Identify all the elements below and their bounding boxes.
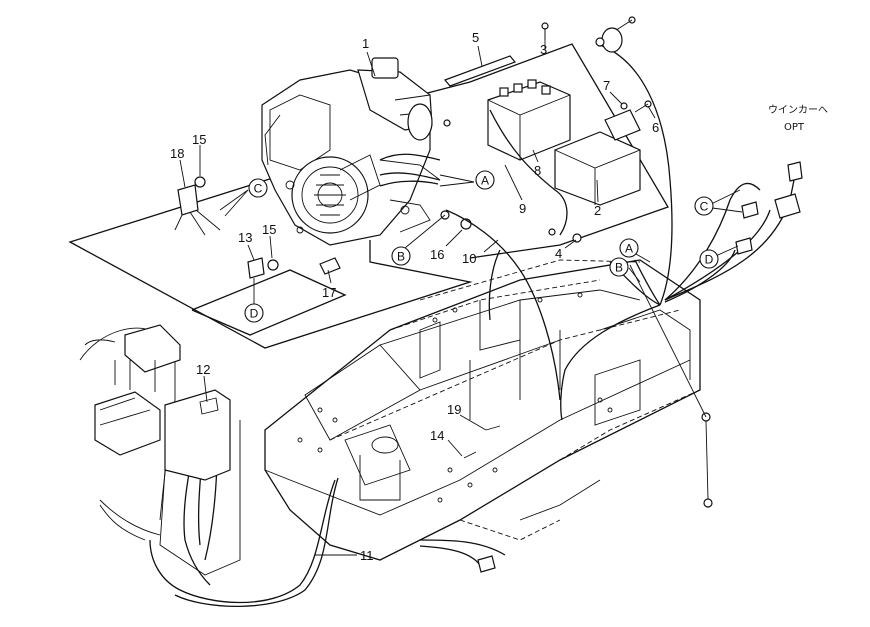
svg-text:C: C bbox=[700, 200, 709, 214]
svg-text:A: A bbox=[625, 242, 633, 256]
part-number-14: 14 bbox=[430, 428, 444, 443]
part-number-15-upper: 15 bbox=[192, 132, 206, 147]
part-number-17: 17 bbox=[322, 285, 336, 300]
part-number-18: 18 bbox=[170, 146, 184, 161]
part-number-8: 8 bbox=[534, 163, 541, 178]
part-number-1: 1 bbox=[362, 36, 369, 51]
connector-d-switch: D bbox=[244, 303, 264, 323]
connector-a-harness: A bbox=[619, 238, 639, 258]
engine-assembly bbox=[261, 57, 441, 246]
part-number-19: 19 bbox=[447, 402, 461, 417]
part-number-11: 11 bbox=[360, 548, 374, 563]
chassis-frame bbox=[264, 259, 701, 561]
part-number-10: 10 bbox=[462, 251, 476, 266]
part-number-5: 5 bbox=[472, 30, 479, 45]
switch-13 bbox=[247, 257, 265, 279]
svg-text:D: D bbox=[705, 253, 714, 267]
part-number-4: 4 bbox=[555, 246, 562, 261]
battery bbox=[487, 79, 571, 161]
switch-plane-outline bbox=[191, 269, 347, 336]
svg-text:D: D bbox=[250, 307, 259, 321]
part-number-13: 13 bbox=[238, 230, 252, 245]
part-number-2: 2 bbox=[594, 203, 601, 218]
svg-text:A: A bbox=[481, 174, 489, 188]
part-number-15-lower: 15 bbox=[262, 222, 276, 237]
part-number-3: 3 bbox=[540, 42, 547, 57]
headlight-assembly bbox=[94, 324, 241, 576]
frame-holes bbox=[297, 292, 613, 503]
connector-b-harness: B bbox=[609, 257, 629, 277]
part-number-6: 6 bbox=[652, 120, 659, 135]
svg-text:B: B bbox=[615, 261, 623, 275]
battery-bracket bbox=[554, 109, 641, 206]
svg-text:B: B bbox=[397, 250, 405, 264]
part-number-9: 9 bbox=[519, 201, 526, 216]
connector-labels: A A B B C C D D bbox=[244, 170, 719, 323]
part-number-16: 16 bbox=[430, 247, 444, 262]
relay-18 bbox=[174, 184, 221, 236]
connector-c-relay: C bbox=[248, 178, 268, 198]
engine-plane-outline bbox=[68, 159, 473, 349]
connector-c-harness: C bbox=[694, 196, 714, 216]
part-number-7: 7 bbox=[603, 78, 610, 93]
battery-stay bbox=[443, 55, 517, 87]
svg-text:C: C bbox=[254, 182, 263, 196]
wiring-harness bbox=[79, 27, 803, 608]
connector-a-engine: A bbox=[475, 170, 495, 190]
turn-signal-annotation: ウインカーへ OPT bbox=[768, 104, 828, 133]
connector-d-harness: D bbox=[699, 249, 719, 269]
part-number-12: 12 bbox=[196, 362, 210, 377]
part-number-labels: 1 2 3 4 5 6 7 8 9 10 11 12 13 14 15 15 1… bbox=[170, 30, 659, 563]
connector-b-engine: B bbox=[391, 246, 411, 266]
annotation-line-2: OPT bbox=[784, 122, 805, 133]
annotation-line-1: ウインカーへ bbox=[768, 104, 828, 116]
